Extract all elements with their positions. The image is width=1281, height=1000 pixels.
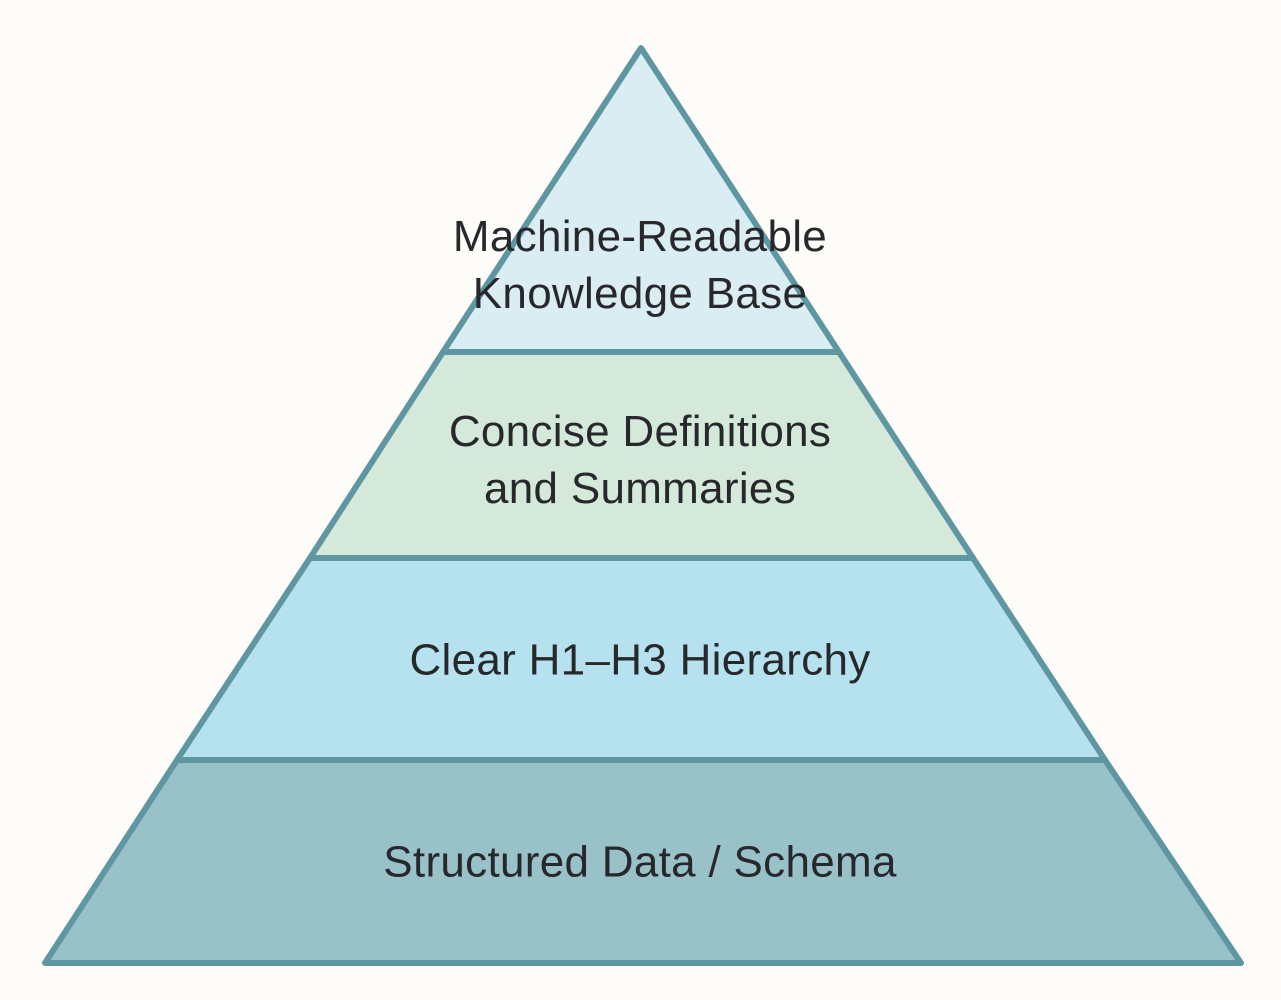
tier-shape-structured-data-schema — [42, 757, 1244, 966]
tier-shape-concise-definitions-and-summaries — [307, 349, 976, 561]
tier-shape-clear-h1-h3-hierarchy — [174, 555, 1108, 763]
tier-shape-machine-readable-knowledge-base — [440, 45, 842, 355]
